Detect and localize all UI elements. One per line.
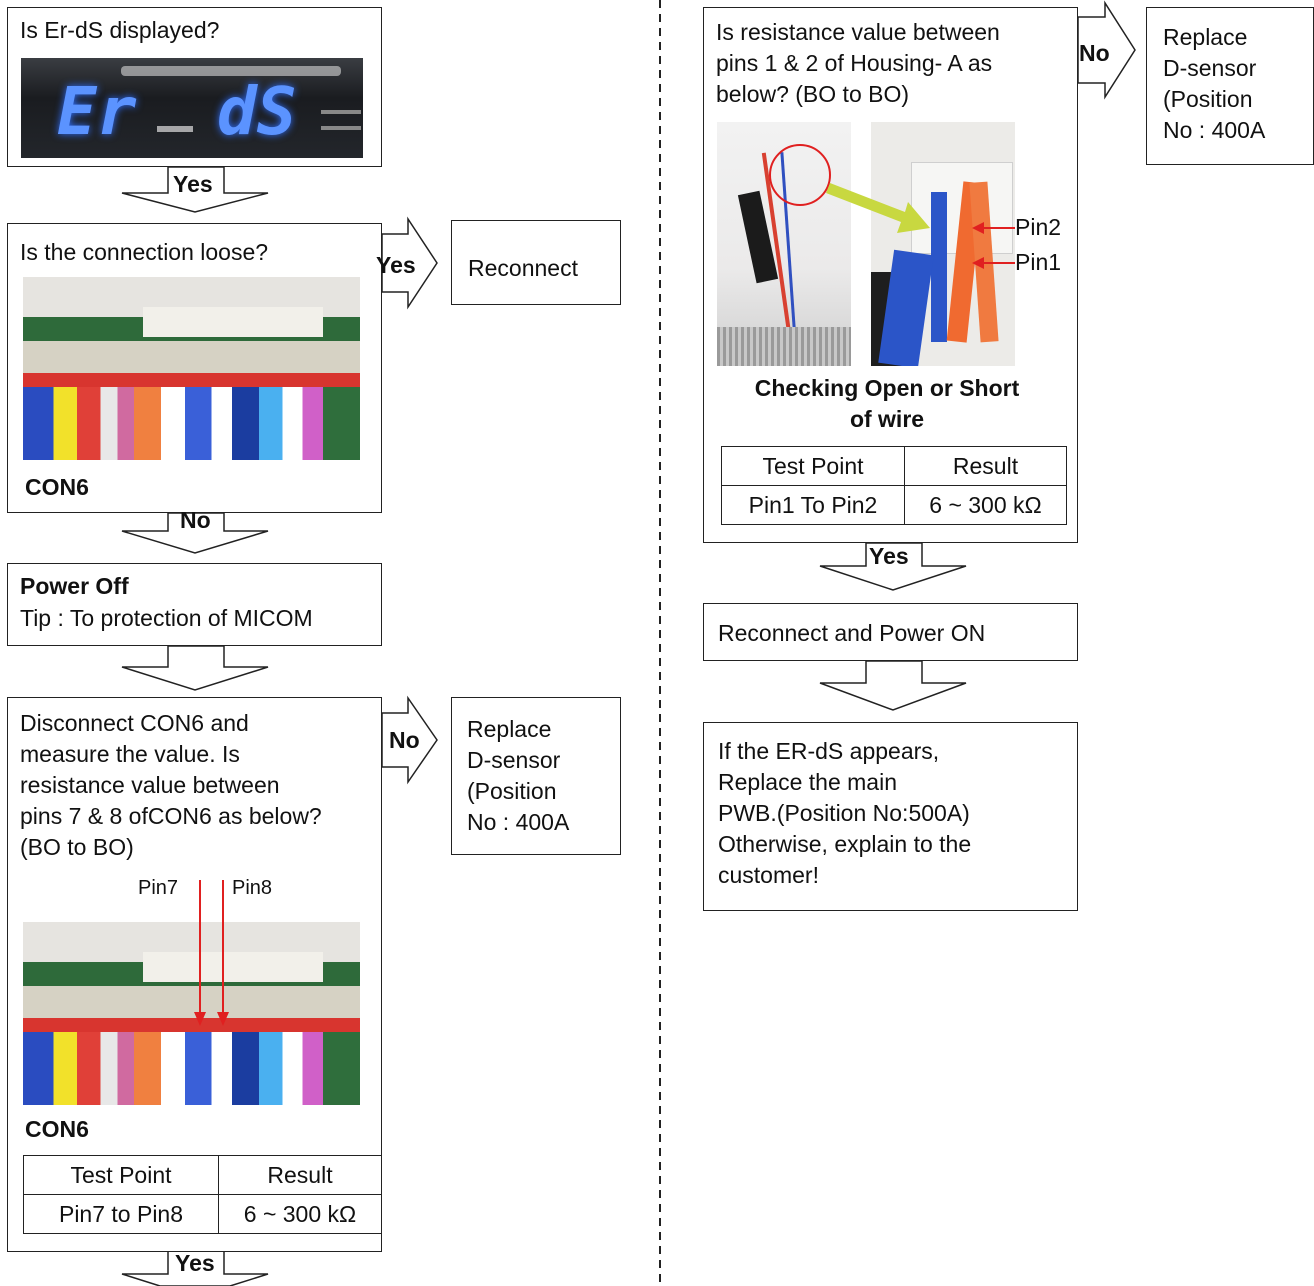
- check-open-short-caption: Checking Open or Short of wire: [754, 375, 1020, 432]
- down-arrow-yes-1: [121, 166, 269, 213]
- flow-label-no-4: No: [1079, 40, 1110, 66]
- housing-a-photo: [871, 122, 1015, 366]
- pin1-label: Pin1: [1015, 249, 1062, 275]
- pin7-label: Pin7: [138, 877, 179, 899]
- flow-label-no-2: No: [180, 507, 211, 533]
- pin7-arrowhead: [194, 1012, 206, 1026]
- reconnect-power-on-text: Reconnect and Power ON: [718, 620, 986, 646]
- replace-d-sensor-box-right: [1146, 7, 1314, 165]
- reconnect-box: [451, 220, 621, 305]
- replace-d-sensor-text-left: Replace D-sensor (Position No : 400A: [467, 716, 570, 835]
- table-header-result: Result: [218, 1155, 382, 1195]
- power-off-tip: Tip : To protection of MICOM: [20, 605, 313, 631]
- con6-pins-photo: [23, 922, 360, 1105]
- pin8-label: Pin8: [232, 877, 273, 899]
- question-housing-a-text: Is resistance value between pins 1 & 2 o…: [716, 19, 1000, 107]
- reconnect-power-on-box: [703, 603, 1078, 661]
- reconnect-text: Reconnect: [468, 255, 578, 281]
- flow-label-no-3: No: [389, 727, 420, 753]
- right-arrow-no-4: [1077, 0, 1136, 100]
- con6-test-table: Test Point Result Pin7 to Pin8 6 ~ 300 k…: [23, 1155, 382, 1234]
- display-panel-photo: Er dS: [21, 58, 363, 158]
- table-header-test-point: Test Point: [721, 446, 905, 486]
- table-header-test-point: Test Point: [23, 1155, 219, 1195]
- con6-photo-label: CON6: [25, 474, 89, 500]
- housing-a-test-table: Test Point Result Pin1 To Pin2 6 ~ 300 k…: [721, 446, 1067, 525]
- flow-label-yes-3: Yes: [175, 1250, 215, 1276]
- wire-harness-photo: [717, 122, 851, 366]
- replace-d-sensor-text-right: Replace D-sensor (Position No : 400A: [1163, 24, 1266, 143]
- final-instruction-box: [703, 722, 1078, 911]
- table-cell-result: 6 ~ 300 kΩ: [904, 485, 1067, 525]
- display-code-left: Er: [57, 73, 137, 150]
- right-arrow-no-3: [381, 695, 438, 785]
- flow-label-yes-2: Yes: [376, 252, 416, 278]
- pin2-arrowhead: [972, 222, 984, 234]
- con6-pins-photo-label: CON6: [25, 1116, 89, 1142]
- final-instruction-text: If the ER-dS appears, Replace the main P…: [718, 738, 972, 888]
- question-connection-loose-text: Is the connection loose?: [20, 239, 269, 265]
- table-cell-test-point: Pin1 To Pin2: [721, 485, 905, 525]
- power-off-title: Power Off: [20, 573, 129, 599]
- highlight-circle: [769, 144, 831, 206]
- table-header-result: Result: [904, 446, 1067, 486]
- down-arrow-no-2: [121, 512, 269, 554]
- display-code-right: dS: [217, 73, 297, 150]
- con6-connector-photo: [23, 277, 360, 460]
- down-arrow-yes-3: [121, 1252, 269, 1286]
- down-arrow-yes-4: [819, 542, 967, 591]
- flow-label-yes-4: Yes: [869, 543, 909, 569]
- down-arrow-power-off: [121, 645, 269, 691]
- pin1-arrowhead: [972, 257, 984, 269]
- table-cell-test-point: Pin7 to Pin8: [23, 1194, 219, 1234]
- replace-d-sensor-box-left: [451, 697, 621, 855]
- down-arrow-reconnect: [819, 660, 967, 711]
- pin8-arrowhead: [217, 1012, 229, 1026]
- flow-label-yes-1: Yes: [173, 171, 213, 197]
- pin2-label: Pin2: [1015, 214, 1062, 240]
- table-cell-result: 6 ~ 300 kΩ: [218, 1194, 382, 1234]
- right-arrow-yes-2: [381, 216, 438, 310]
- question-er-ds-text: Is Er-dS displayed?: [20, 17, 220, 43]
- yellow-pointer-arrow: [826, 183, 930, 233]
- question-measure-con6-text: Disconnect CON6 and measure the value. I…: [20, 710, 322, 860]
